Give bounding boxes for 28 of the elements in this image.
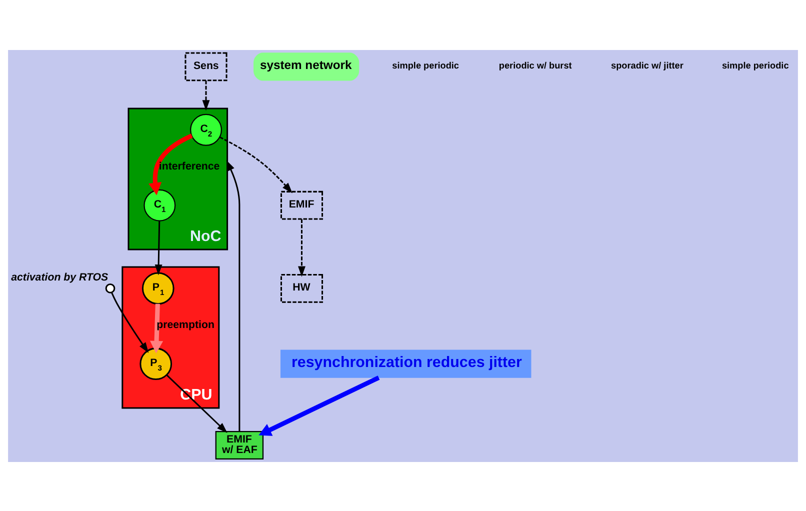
label: simple periodic bbox=[722, 60, 789, 70]
node-box: EMIF w/ EAF bbox=[215, 430, 264, 460]
arrow bbox=[258, 375, 380, 436]
label: simple periodic bbox=[392, 60, 459, 70]
node-circle: P$_{1}$ bbox=[142, 272, 174, 304]
node-box: system network bbox=[254, 52, 360, 80]
edge-label: preemption bbox=[156, 318, 214, 331]
node-circle: P$_{3}$ bbox=[140, 347, 172, 380]
node-box: Sens bbox=[184, 52, 228, 81]
arrow bbox=[150, 303, 164, 353]
node-circle: C$_{2}$ bbox=[190, 113, 222, 146]
arrow bbox=[298, 218, 306, 276]
arrow bbox=[219, 136, 292, 193]
node-box: resynchronization reduces jitter bbox=[280, 349, 532, 378]
arrow bbox=[154, 220, 162, 275]
node-box: EMIF bbox=[280, 190, 324, 220]
node-box: HW bbox=[280, 273, 324, 302]
node-circle bbox=[105, 282, 116, 293]
node-label: activation by RTOS bbox=[11, 271, 108, 284]
label: sporadic w/ jitter bbox=[611, 60, 684, 70]
arrow bbox=[202, 80, 210, 110]
arrow bbox=[148, 133, 193, 195]
edge-label: interference bbox=[158, 160, 220, 172]
node-circle: C$_{1}$ bbox=[144, 188, 176, 221]
label: periodic w/ burst bbox=[498, 60, 572, 70]
arrow bbox=[226, 160, 240, 432]
arrow bbox=[111, 292, 149, 353]
arrow bbox=[166, 374, 228, 432]
